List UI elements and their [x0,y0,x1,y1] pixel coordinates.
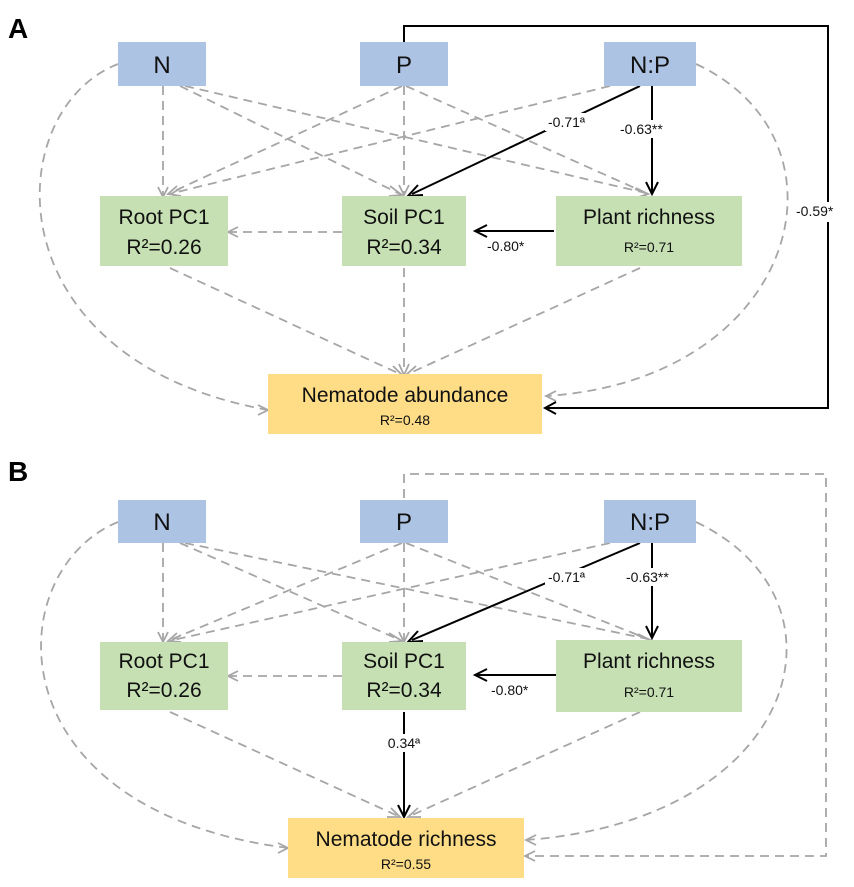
node-np-a: N:P [604,42,696,86]
node-target-a-r2: R²=0.48 [380,412,430,428]
nonsignificant-paths-b [40,473,827,862]
path-b-np-target-curve [525,521,788,841]
coefficient-labels-b: -0.71ª -0.63** -0.80* 0.34ª [380,568,680,752]
node-p-b-label: P [396,509,412,536]
node-np-b: N:P [604,500,696,543]
node-np-b-label: N:P [630,509,670,536]
node-n-a-label: N [153,52,170,79]
node-target-b-r2: R²=0.55 [381,856,431,872]
coefficient-labels-a: -0.71ª -0.63** -0.80* -0.59* [487,113,846,254]
panel-a: A [8,13,846,434]
node-n-b-label: N [153,509,170,536]
panel-letter-a: A [8,13,28,44]
node-plant-b-r2: R²=0.71 [624,684,674,700]
path-b-n-target-curve [40,521,289,849]
node-soil-a-label: Soil PC1 [363,206,445,229]
node-root-b-r2: R²=0.26 [126,679,201,702]
path-b-p-target [403,473,827,857]
coef-b-soil-target: 0.34ª [388,735,421,751]
node-plant-a-label: Plant richness [583,206,715,229]
significant-paths-b [397,542,659,820]
path-a-n-plant [184,85,647,194]
node-p-a-label: P [396,52,412,79]
node-soil-b-r2: R²=0.34 [366,679,442,702]
node-n-b: N [118,500,206,543]
node-soil-a: Soil PC1 R²=0.34 [342,196,466,266]
path-b-plant-target [409,711,641,817]
path-b-n-soil [179,542,401,641]
node-root-a-label: Root PC1 [118,206,209,229]
node-target-b: Nematode richness R²=0.55 [288,818,524,878]
node-soil-b-label: Soil PC1 [363,650,445,673]
path-b-np-soil [411,542,641,641]
path-b-p-root [169,542,403,641]
node-plant-a-r2: R²=0.71 [624,239,674,255]
node-soil-b: Soil PC1 R²=0.34 [342,642,466,710]
coef-b-np-plant: -0.63** [626,569,669,585]
panel-b: B [8,456,827,878]
node-np-a-label: N:P [630,52,670,79]
coef-b-np-soil: -0.71ª [548,569,586,585]
path-b-root-target [169,711,399,817]
path-b-np-root [172,542,611,641]
node-root-a: Root PC1 R²=0.26 [100,196,228,266]
path-a-plant-target [407,267,641,375]
coef-a-np-plant: -0.63** [620,121,663,137]
path-a-p-target [403,25,829,409]
node-target-a-label: Nematode abundance [302,384,509,407]
path-b-p-plant [405,542,649,640]
path-a-n-target-curve [38,63,269,411]
node-root-a-r2: R²=0.26 [126,236,201,259]
panel-letter-b: B [8,456,28,487]
node-soil-a-r2: R²=0.34 [366,236,442,259]
node-plant-b: Plant richness R²=0.71 [556,640,742,712]
node-plant-a: Plant richness R²=0.71 [556,196,742,266]
path-a-n-soil [179,85,401,195]
path-b-n-plant [184,542,649,640]
node-n-a: N [118,42,206,86]
node-p-a: P [360,42,448,86]
node-root-b: Root PC1 R²=0.26 [100,642,228,710]
node-target-a: Nematode abundance R²=0.48 [268,374,542,434]
path-a-np-target-curve [545,63,789,397]
path-a-root-target [169,267,401,375]
coef-a-plant-soil: -0.80* [487,238,525,254]
path-a-np-soil [411,85,641,195]
path-a-p-plant [405,85,647,194]
coef-b-plant-soil: -0.80* [491,682,529,698]
path-a-p-root [169,85,403,194]
node-target-b-label: Nematode richness [316,828,497,851]
node-root-b-label: Root PC1 [118,650,209,673]
coef-a-np-soil: -0.71ª [548,114,586,130]
coef-a-p-target: -0.59* [796,203,834,219]
nonsignificant-paths-a [38,63,789,416]
node-p-b: P [360,500,448,543]
path-a-np-root [172,85,611,194]
node-plant-b-label: Plant richness [583,650,715,673]
